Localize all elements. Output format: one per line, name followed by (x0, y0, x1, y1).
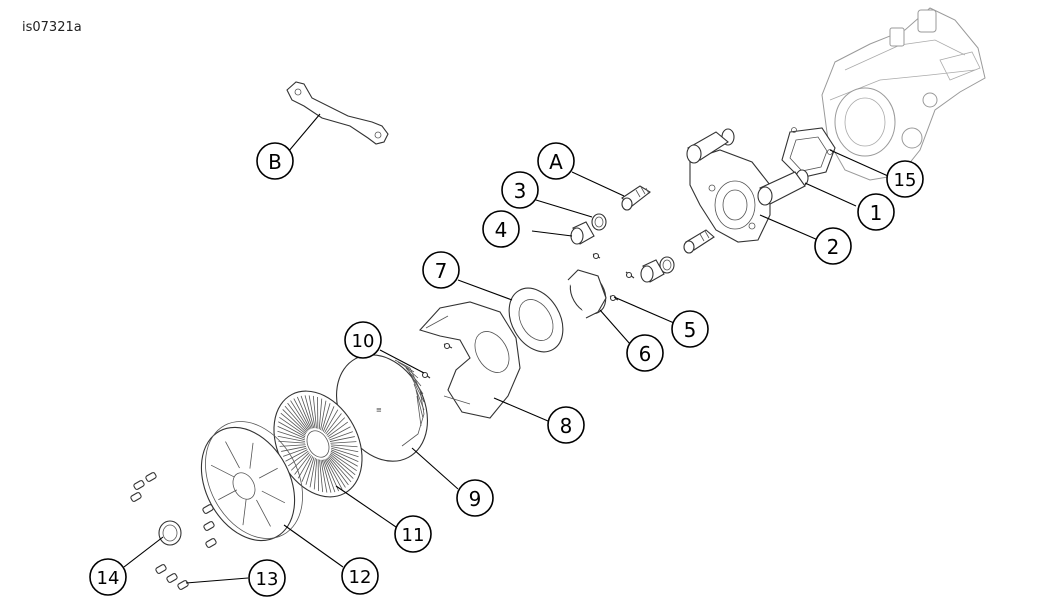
throttle-body-housing (821, 7, 986, 181)
callout-9: 9 (456, 479, 494, 517)
callout-1: 1 (857, 193, 895, 231)
callout-10: 10 (344, 321, 382, 359)
bracket-screw (683, 229, 715, 254)
callout-14: 14 (89, 558, 127, 596)
part-3-o-ring (591, 213, 675, 274)
callout-a: A (537, 142, 575, 180)
part-14-badge (158, 520, 182, 546)
callout-4: 4 (482, 210, 520, 248)
part-15-gasket (781, 127, 836, 179)
part-6-ring (567, 269, 607, 319)
part-13-screws (130, 472, 217, 590)
document-id: is07321a (22, 20, 82, 35)
callout-6: 6 (626, 334, 664, 372)
callout-2: 2 (814, 227, 852, 265)
callout-5-label: 5 (684, 318, 697, 342)
callout-2-label: 2 (827, 235, 840, 259)
part-7-gasket (508, 287, 564, 353)
callout-8-label: 8 (560, 414, 573, 438)
part-4-plug (570, 221, 665, 283)
callout-11: 11 (394, 515, 432, 553)
callout-14-label: 14 (97, 568, 120, 589)
part-12-outer-cover (200, 421, 303, 542)
callout-b-label: B (268, 150, 282, 174)
callout-7: 7 (422, 251, 460, 289)
small-screws (421, 252, 635, 379)
callout-15-label: 15 (894, 170, 917, 191)
part-11-filter-screen (273, 390, 363, 498)
callout-13: 13 (248, 559, 286, 597)
callout-1-label: 1 (870, 201, 883, 225)
callout-12: 12 (341, 557, 379, 595)
callout-9-label: 9 (469, 487, 482, 511)
callout-7-label: 7 (435, 259, 448, 283)
callout-3-label: 3 (514, 179, 527, 203)
callout-15: 15 (886, 160, 924, 198)
callout-a-label: A (549, 150, 563, 174)
part-a-screw (621, 185, 651, 211)
callout-13-label: 13 (256, 569, 279, 590)
callout-3: 3 (501, 171, 539, 209)
callout-11-label: 11 (402, 525, 425, 546)
callout-4-label: 4 (495, 218, 508, 242)
leader-lines (123, 113, 889, 584)
part-8-backing-plate (419, 301, 521, 419)
part-b-bracket (286, 81, 389, 145)
svg-text:≡: ≡ (376, 406, 382, 414)
callout-5: 5 (671, 310, 709, 348)
callout-8: 8 (547, 406, 585, 444)
callout-12-label: 12 (349, 567, 372, 588)
callout-b: B (256, 142, 294, 180)
callout-10-label: 10 (352, 331, 375, 352)
callout-6-label: 6 (639, 342, 652, 366)
part-2-mounting-bracket (686, 131, 806, 243)
